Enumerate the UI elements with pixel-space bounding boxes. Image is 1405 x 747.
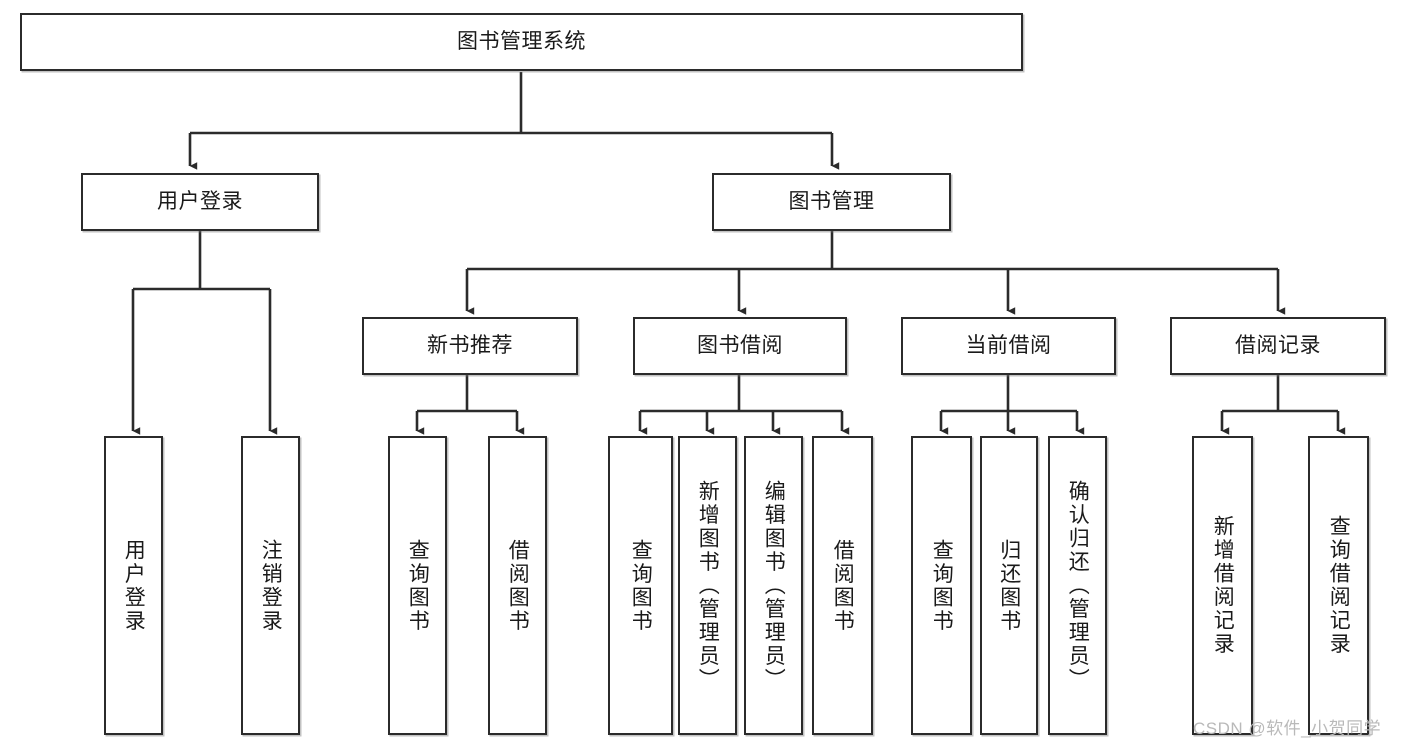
node-leaf-query-book-3-label: 查询图书 xyxy=(930,538,954,633)
node-leaf-logout-label: 注销登录 xyxy=(259,538,283,633)
node-leaf-query-book-2[interactable]: 查询图书 xyxy=(608,436,673,735)
node-leaf-borrow-book-2[interactable]: 借阅图书 xyxy=(812,436,873,735)
node-new-book-recommend[interactable]: 新书推荐 xyxy=(362,317,578,375)
node-user-login-label: 用户登录 xyxy=(157,190,243,214)
node-new-book-recommend-label: 新书推荐 xyxy=(427,334,513,358)
node-leaf-query-book-1-label: 查询图书 xyxy=(406,538,430,633)
node-leaf-query-book-1[interactable]: 查询图书 xyxy=(388,436,447,735)
node-leaf-query-record-label: 查询借阅记录 xyxy=(1327,515,1351,656)
node-leaf-confirm-return-label: 确认归还（管理员） xyxy=(1066,479,1090,692)
node-leaf-return-book-label: 归还图书 xyxy=(997,538,1021,633)
node-leaf-borrow-book-2-label: 借阅图书 xyxy=(831,538,855,633)
node-leaf-borrow-book-1[interactable]: 借阅图书 xyxy=(488,436,547,735)
node-borrow-record[interactable]: 借阅记录 xyxy=(1170,317,1386,375)
node-leaf-return-book[interactable]: 归还图书 xyxy=(980,436,1038,735)
node-leaf-confirm-return[interactable]: 确认归还（管理员） xyxy=(1048,436,1107,735)
node-leaf-user-login[interactable]: 用户登录 xyxy=(104,436,163,735)
node-current-borrow[interactable]: 当前借阅 xyxy=(901,317,1116,375)
node-root[interactable]: 图书管理系统 xyxy=(20,13,1023,71)
node-book-management[interactable]: 图书管理 xyxy=(712,173,951,231)
node-user-login[interactable]: 用户登录 xyxy=(81,173,319,231)
node-leaf-add-record[interactable]: 新增借阅记录 xyxy=(1192,436,1253,735)
node-book-borrow[interactable]: 图书借阅 xyxy=(633,317,847,375)
node-leaf-borrow-book-1-label: 借阅图书 xyxy=(506,538,530,633)
node-leaf-edit-book-label: 编辑图书（管理员） xyxy=(762,479,786,692)
node-root-label: 图书管理系统 xyxy=(457,30,586,54)
node-leaf-edit-book[interactable]: 编辑图书（管理员） xyxy=(744,436,803,735)
node-book-borrow-label: 图书借阅 xyxy=(697,334,783,358)
node-borrow-record-label: 借阅记录 xyxy=(1235,334,1321,358)
node-leaf-logout[interactable]: 注销登录 xyxy=(241,436,300,735)
node-book-management-label: 图书管理 xyxy=(788,190,875,214)
node-leaf-query-record[interactable]: 查询借阅记录 xyxy=(1308,436,1369,735)
node-leaf-query-book-2-label: 查询图书 xyxy=(629,538,653,633)
node-leaf-add-book-label: 新增图书（管理员） xyxy=(696,479,720,692)
node-current-borrow-label: 当前借阅 xyxy=(965,334,1052,358)
node-leaf-add-book[interactable]: 新增图书（管理员） xyxy=(678,436,737,735)
node-leaf-query-book-3[interactable]: 查询图书 xyxy=(911,436,972,735)
node-leaf-user-login-label: 用户登录 xyxy=(122,538,146,633)
node-leaf-add-record-label: 新增借阅记录 xyxy=(1211,515,1235,656)
